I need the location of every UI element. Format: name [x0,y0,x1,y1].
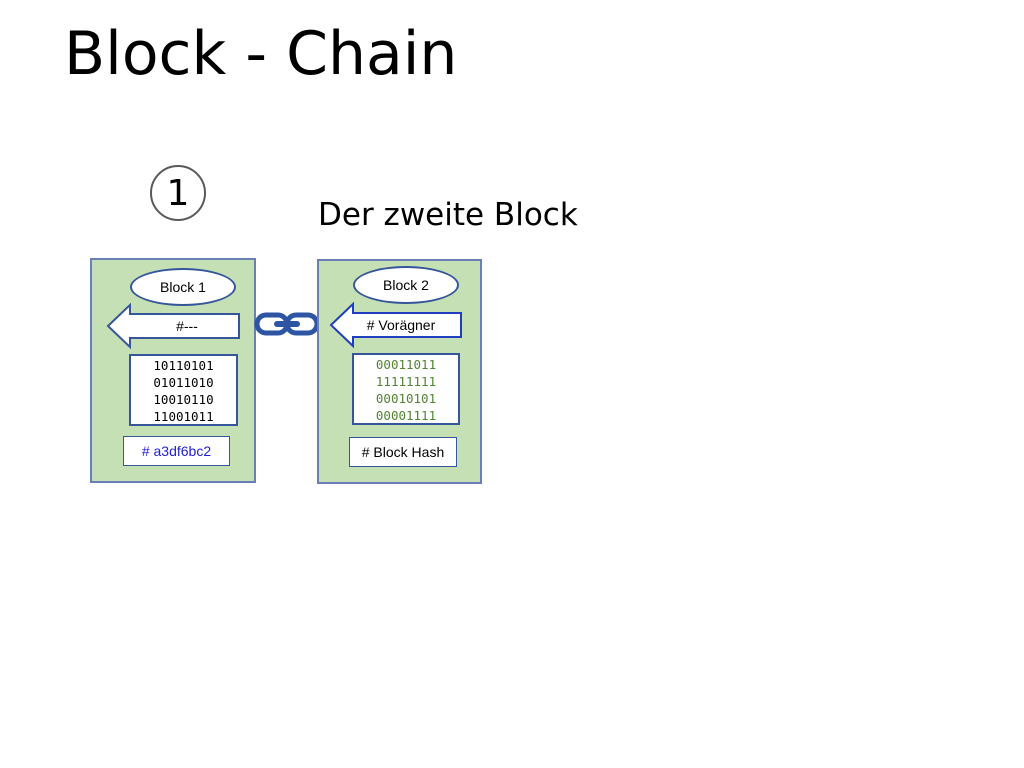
block-2-data: 00011011 11111111 00010101 00001111 [352,353,460,425]
block-1-data-line: 10110101 [153,358,214,373]
block-1-prev-hash-label: #--- [176,318,198,334]
block-1-prev-hash-arrow [106,302,240,350]
block-2-name: Block 2 [353,266,459,304]
block-1-hash: # a3df6bc2 [123,436,230,466]
block-2-data-line: 00011011 [375,357,437,372]
block-2-data-line: 00001111 [375,408,437,423]
slide-subtitle: Der zweite Block [318,197,578,233]
block-2-prev-hash-label: # Vorägner [366,317,436,333]
block-2-hash: # Block Hash [349,437,457,467]
block-1-data: 10110101 01011010 10010110 11001011 [129,354,238,426]
chain-link-icon [254,312,320,336]
page-title: Block - Chain [64,19,458,89]
block-1-name: Block 1 [130,268,236,306]
block-1-data-line: 10010110 [153,392,214,407]
block-2-prev-hash-arrow [329,301,462,349]
step-number-badge: 1 [150,165,206,221]
block-1-data-line: 11001011 [153,409,214,424]
block-1-data-line: 01011010 [153,375,214,390]
block-2-data-line: 00010101 [375,391,437,406]
block-2-data-line: 11111111 [375,374,437,389]
